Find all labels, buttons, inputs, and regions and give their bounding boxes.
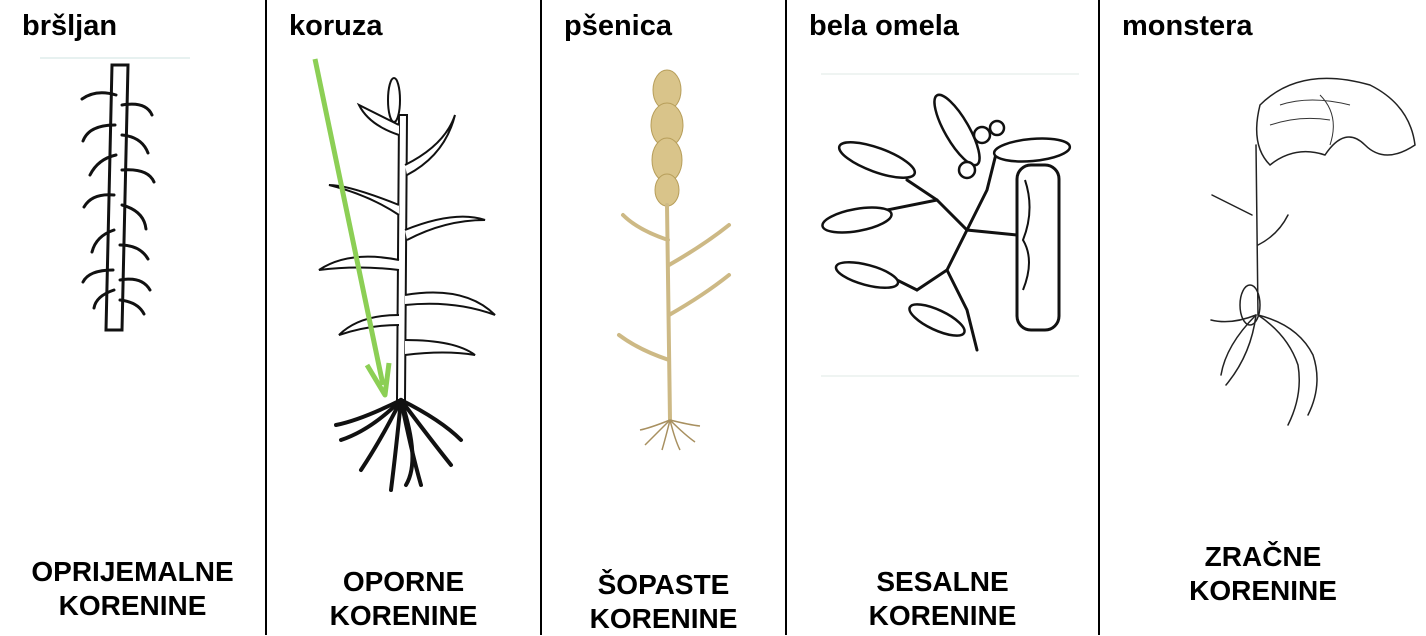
monstera-illustration [1200,65,1426,435]
panel-monstera: monstera ZRAČNE KORENINE [1098,0,1426,635]
panel-psenica: pšenica ŠOPASTE KORENIN [540,0,785,635]
panel-bela-omela: bela omela [785,0,1098,635]
mistletoe-illustration [817,70,1087,380]
root-type-caption: SESALNE KORENINE [787,565,1098,633]
root-type-caption: OPORNE KORENINE [267,565,540,633]
root-type-caption: ZRAČNE KORENINE [1100,540,1426,608]
root-type-caption: OPRIJEMALNE KORENINE [0,555,265,623]
panel-koruza: koruza [265,0,540,635]
arrow-icon [307,55,427,405]
ivy-stem-illustration [40,55,200,345]
plant-name: bršljan [22,10,117,43]
plant-name: bela omela [809,10,959,43]
panel-brsljan: bršljan OPRIJEMALNE KORENINE [0,0,265,635]
plant-name: koruza [289,10,382,43]
wheat-plant-illustration [582,60,752,460]
root-type-caption: ŠOPASTE KORENINE [542,568,785,636]
plant-name: pšenica [564,10,672,43]
plant-name: monstera [1122,10,1253,43]
